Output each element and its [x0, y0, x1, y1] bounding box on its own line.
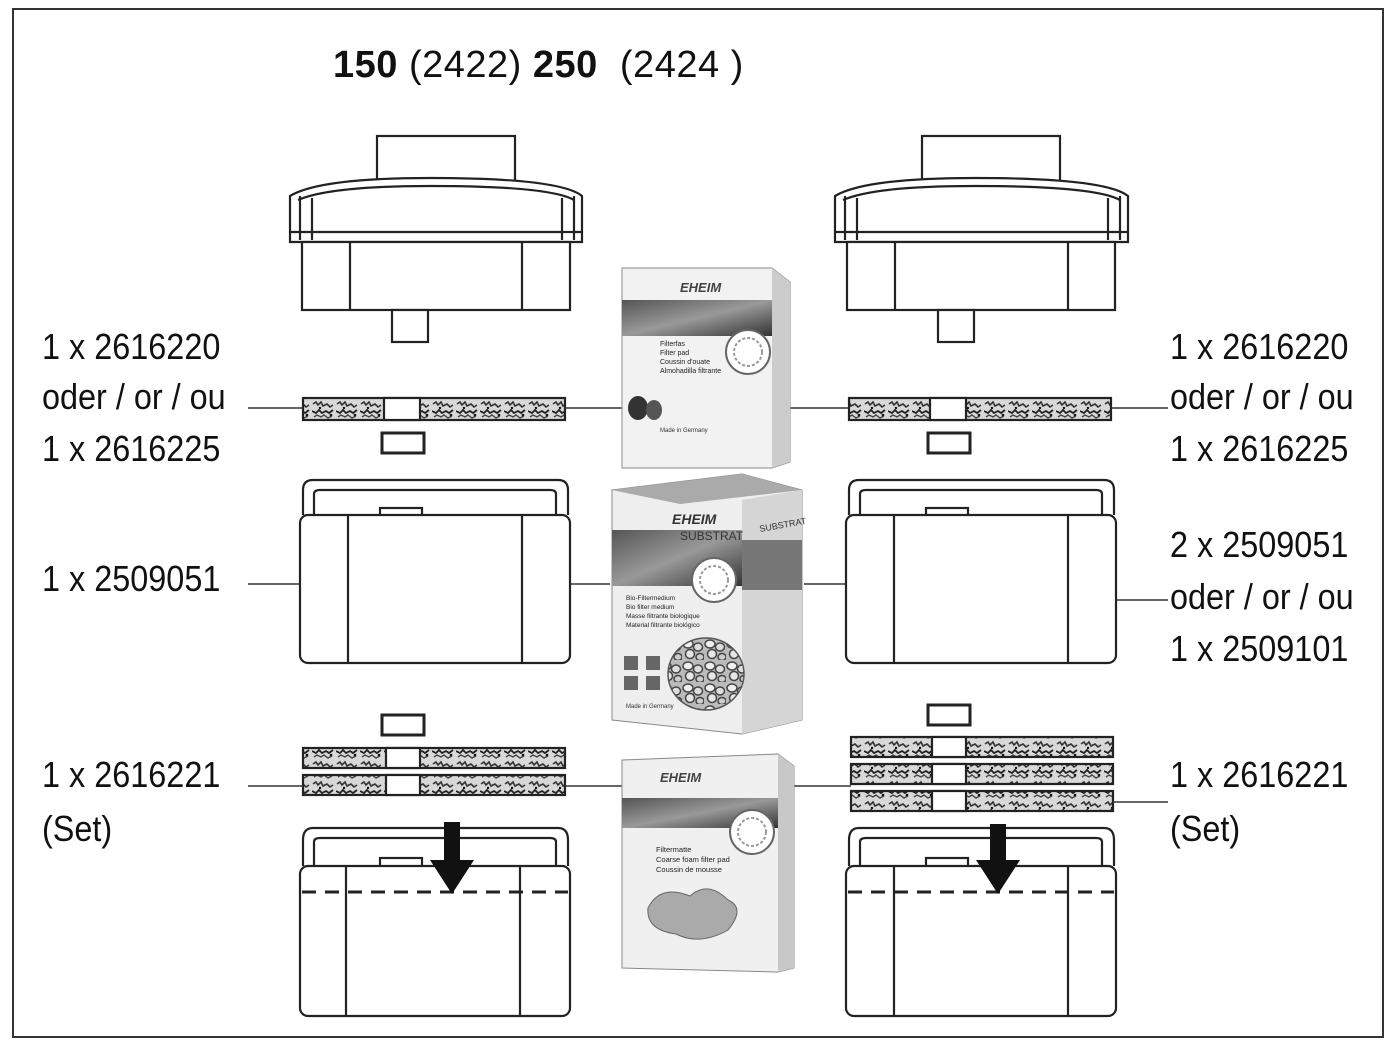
left-lid [288, 134, 584, 344]
foam-box-line2: Coarse foam filter pad [656, 855, 730, 864]
right-coarse-part: 1 x 2616221 [1170, 754, 1349, 795]
pad-box-brand: EHEIM [680, 280, 722, 295]
pad-box-line1: Filterfas [660, 341, 685, 348]
right-down-arrow-icon [976, 824, 1020, 894]
left-filter-pad [301, 396, 567, 422]
right-coarse-set: (Set) [1170, 808, 1241, 849]
substrat-box-footer: Made in Germany [626, 704, 674, 710]
substrat-box-line2: Bio filter medium [626, 604, 674, 611]
model-150-code: (2422) [408, 44, 522, 86]
pad-box-line2: Filter pad [660, 350, 689, 357]
left-down-arrow-icon [430, 822, 474, 894]
diagram-title: 150 (2422) 250 (2424 ) [333, 44, 744, 87]
pad-box-line3: Coussin d'ouate [660, 359, 710, 366]
model-250-code: (2424 ) [619, 44, 744, 86]
right-pad-part-2: 1 x 2616225 [1170, 428, 1349, 469]
insert-arrows [430, 822, 1020, 894]
right-coarse-pad-1 [849, 735, 1115, 759]
left-pad-or: oder / or / ou [42, 376, 226, 417]
right-substrat-or: oder / or / ou [1170, 576, 1354, 617]
left-coarse-pad-1 [301, 746, 567, 770]
substrat-box-name: SUBSTRAT [680, 529, 744, 543]
model-150: 150 [333, 44, 398, 86]
filter-pad-product-box: EHEIM Filterfas Filter pad Coussin d'oua… [621, 267, 791, 469]
substrat-product-box: EHEIM SUBSTRAT SUBSTRAT Bio-Filtermedium… [611, 473, 807, 735]
left-bottom-basket [298, 826, 572, 1018]
pad-box-line4: Almohadilla filtrante [660, 368, 721, 375]
right-filter-pad [847, 396, 1113, 422]
left-coarse-set: (Set) [42, 808, 113, 849]
left-pad-part-1: 1 x 2616220 [42, 326, 221, 367]
model-250: 250 [532, 44, 598, 86]
left-coarse-pad-2 [301, 773, 567, 797]
foam-box-line3: Coussin de mousse [656, 865, 722, 874]
right-pad-or: oder / or / ou [1170, 376, 1354, 417]
coarse-foam-product-box: EHEIM Filtermatte Coarse foam filter pad… [621, 753, 795, 973]
right-substrat-part-2: 1 x 2509101 [1170, 628, 1349, 669]
right-middle-basket [844, 478, 1118, 665]
foam-box-brand: EHEIM [660, 770, 702, 785]
substrat-box-brand: EHEIM [672, 511, 717, 527]
left-substrat-part: 1 x 2509051 [42, 558, 221, 599]
right-pad-part-1: 1 x 2616220 [1170, 326, 1349, 367]
left-coarse-part: 1 x 2616221 [42, 754, 221, 795]
right-coarse-pad-2 [849, 762, 1115, 786]
pad-box-footer: Made in Germany [660, 428, 708, 434]
foam-box-line1: Filtermatte [656, 845, 691, 854]
left-middle-basket [298, 478, 572, 665]
right-bottom-basket [844, 826, 1118, 1018]
diagram-frame [12, 8, 1384, 1038]
left-pad-part-2: 1 x 2616225 [42, 428, 221, 469]
leader-lines [248, 407, 1168, 803]
filter-assemblies [288, 134, 1130, 1018]
right-coarse-pad-3 [849, 789, 1115, 813]
right-substrat-part-1: 2 x 2509051 [1170, 524, 1349, 565]
substrat-box-line3: Masse filtrante biologique [626, 613, 700, 620]
substrat-box-line4: Material filtrante biológico [626, 622, 700, 629]
substrat-box-line1: Bio-Filtermedium [626, 595, 675, 602]
right-lid [833, 134, 1130, 344]
